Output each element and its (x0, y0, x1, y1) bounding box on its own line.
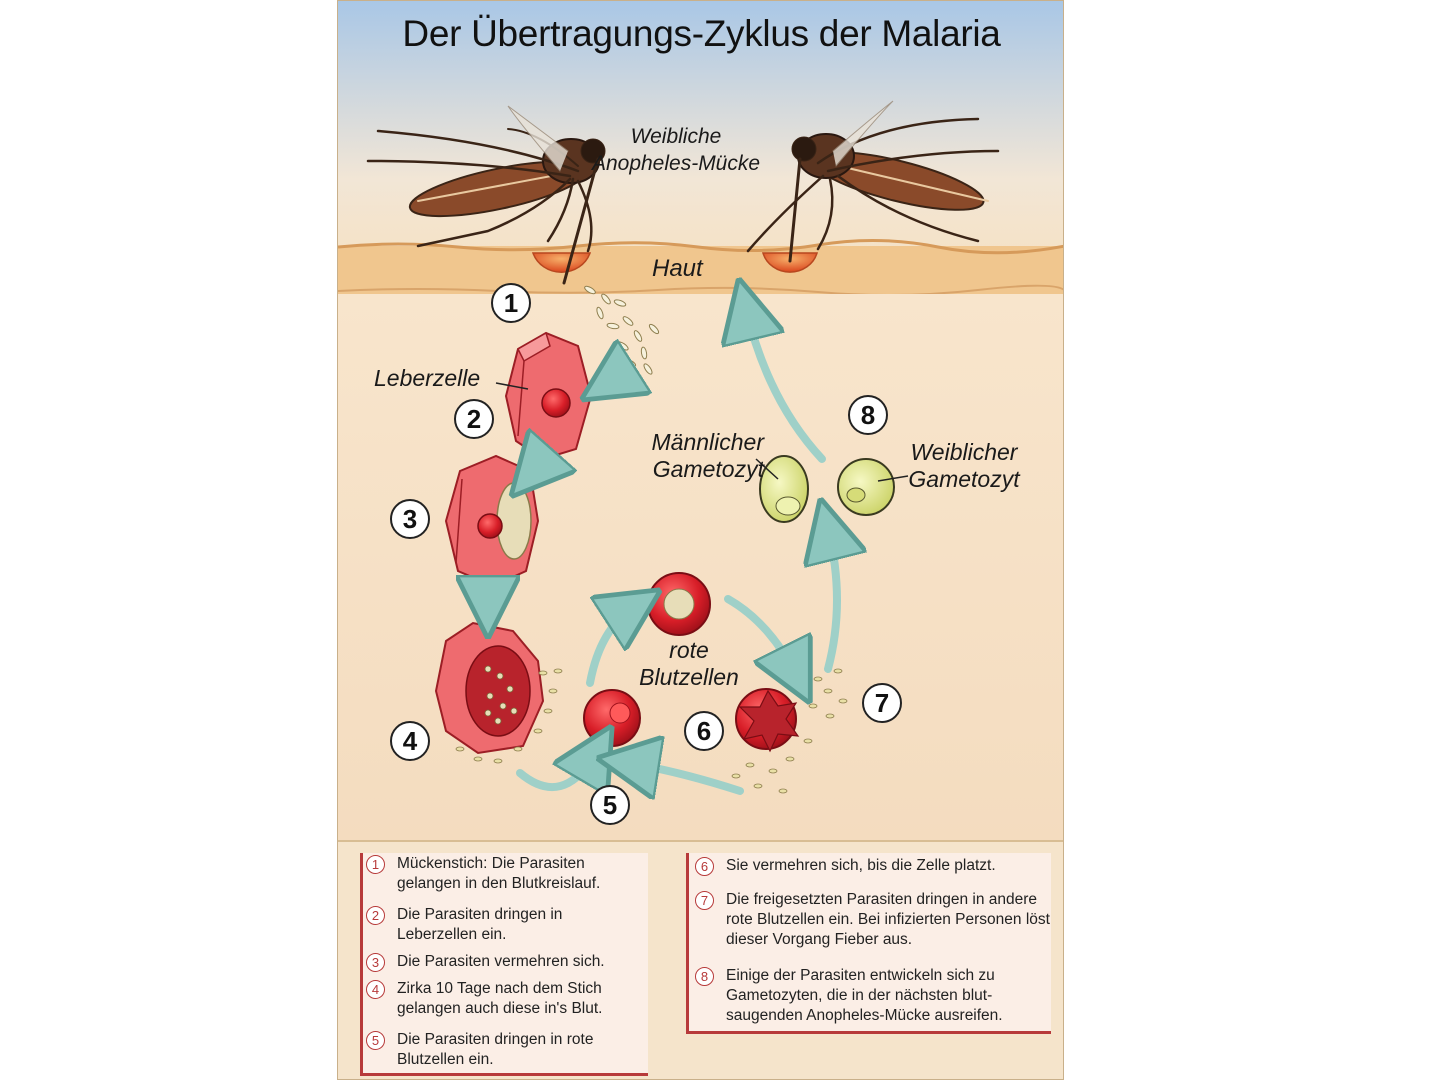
step-marker-2: 2 (454, 399, 494, 439)
red-blood-cells-label: rote Blutzellen (639, 637, 739, 690)
male-gametocyte-label: Männlicher Gametozyt (651, 429, 765, 482)
liver-cell-step4 (434, 621, 563, 764)
liver-cell-step3 (444, 454, 540, 588)
rbc-step5 (583, 689, 641, 747)
step-marker-6: 6 (684, 711, 724, 751)
female-gametocyte (837, 458, 895, 516)
poster-title: Der Übertragungs-Zyklus der Malaria (402, 13, 1001, 54)
mosquito-right (746, 100, 1000, 263)
step-marker-1: 1 (491, 283, 531, 323)
liver-cell-step2 (504, 331, 593, 461)
bite-wound-right (761, 252, 819, 273)
step-marker-8: 8 (848, 395, 888, 435)
legend-right (686, 853, 1051, 1034)
male-gametocyte (759, 455, 809, 523)
skin-layer (338, 246, 1063, 294)
mosquito-left (366, 105, 606, 285)
bite-wound-left (531, 252, 592, 273)
step-marker-3: 3 (390, 499, 430, 539)
step-marker-4: 4 (390, 721, 430, 761)
malaria-poster: Der Übertragungs-Zyklus der Malaria Weib… (337, 0, 1064, 1080)
legend-left (360, 853, 648, 1076)
rbc-top (647, 572, 711, 636)
step-marker-7: 7 (862, 683, 902, 723)
cycle-arrows (488, 309, 837, 791)
female-gametocyte-label: Weiblicher Gametozyt (908, 439, 1020, 492)
skin-label: Haut (652, 255, 703, 282)
liver-cell-label: Leberzelle (374, 365, 481, 391)
mosquito-label: Weibliche Anopheles-Mücke (591, 125, 761, 175)
step-marker-5: 5 (590, 785, 630, 825)
